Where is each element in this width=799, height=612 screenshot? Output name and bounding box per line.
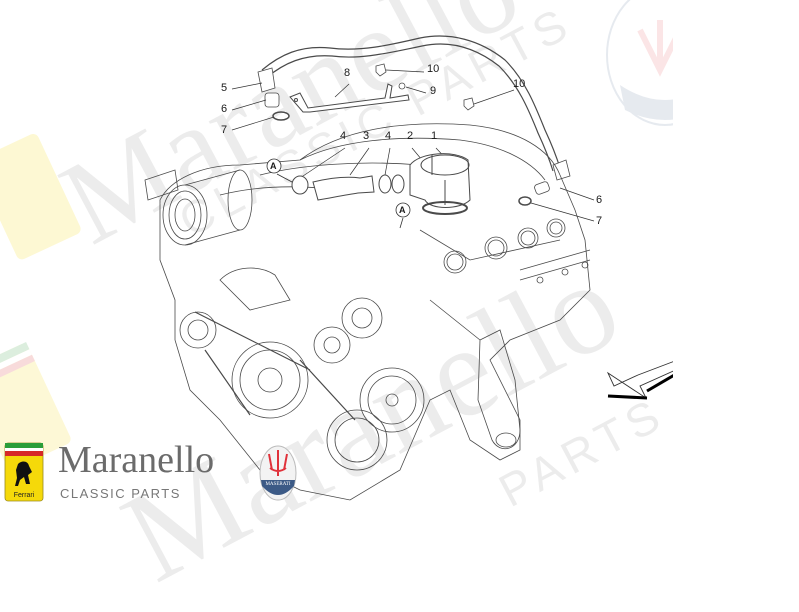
callout-7-left: 7 (221, 124, 228, 136)
engine-mount (477, 329, 521, 450)
fitting-right (518, 159, 571, 206)
ferrari-badge-watermark-icon (0, 133, 81, 260)
engine-block (159, 123, 591, 501)
callout-9: 9 (430, 85, 437, 97)
throttle-bodies (144, 169, 253, 246)
callout-6-left: 6 (221, 103, 228, 115)
reference-marker-a-left: A (270, 161, 277, 171)
brand-logo: Ferrari Maranello CLASSIC PARTS MASERATI (0, 438, 320, 505)
breather-hose-upper (261, 35, 561, 172)
callout-10-right: 10 (513, 78, 526, 90)
hose-assembly (291, 153, 471, 215)
callout-8: 8 (344, 67, 351, 79)
blank-margin (673, 0, 799, 505)
callout-4-left: 4 (340, 130, 347, 142)
maserati-badge-icon: MASERATI (259, 445, 297, 501)
svg-text:MASERATI: MASERATI (265, 482, 290, 487)
callout-3: 3 (363, 130, 370, 142)
brand-tagline: CLASSIC PARTS (60, 486, 181, 501)
bracket (289, 83, 410, 113)
brand-name: Maranello (58, 439, 215, 481)
callout-7-right: 7 (596, 215, 603, 227)
reference-marker-a-right: A (399, 205, 406, 215)
background-badges (0, 0, 724, 470)
callout-10-upper: 10 (427, 63, 440, 75)
reference-marker-a-shapes (266, 158, 411, 229)
callout-5: 5 (221, 82, 228, 94)
ferrari-badge-watermark-icon-lower (0, 342, 71, 470)
ferrari-badge-icon: Ferrari (4, 442, 44, 502)
fitting-left (257, 67, 290, 121)
clips (375, 63, 475, 111)
svg-text:Ferrari: Ferrari (14, 492, 35, 499)
callout-6-right: 6 (596, 194, 603, 206)
callout-2: 2 (407, 130, 414, 142)
engine-line-drawing (144, 35, 690, 501)
leader-lines (231, 69, 595, 222)
cam-cover-ports (443, 218, 591, 284)
callout-1: 1 (431, 130, 438, 142)
pulleys (179, 267, 425, 471)
callout-4-right: 4 (385, 130, 392, 142)
